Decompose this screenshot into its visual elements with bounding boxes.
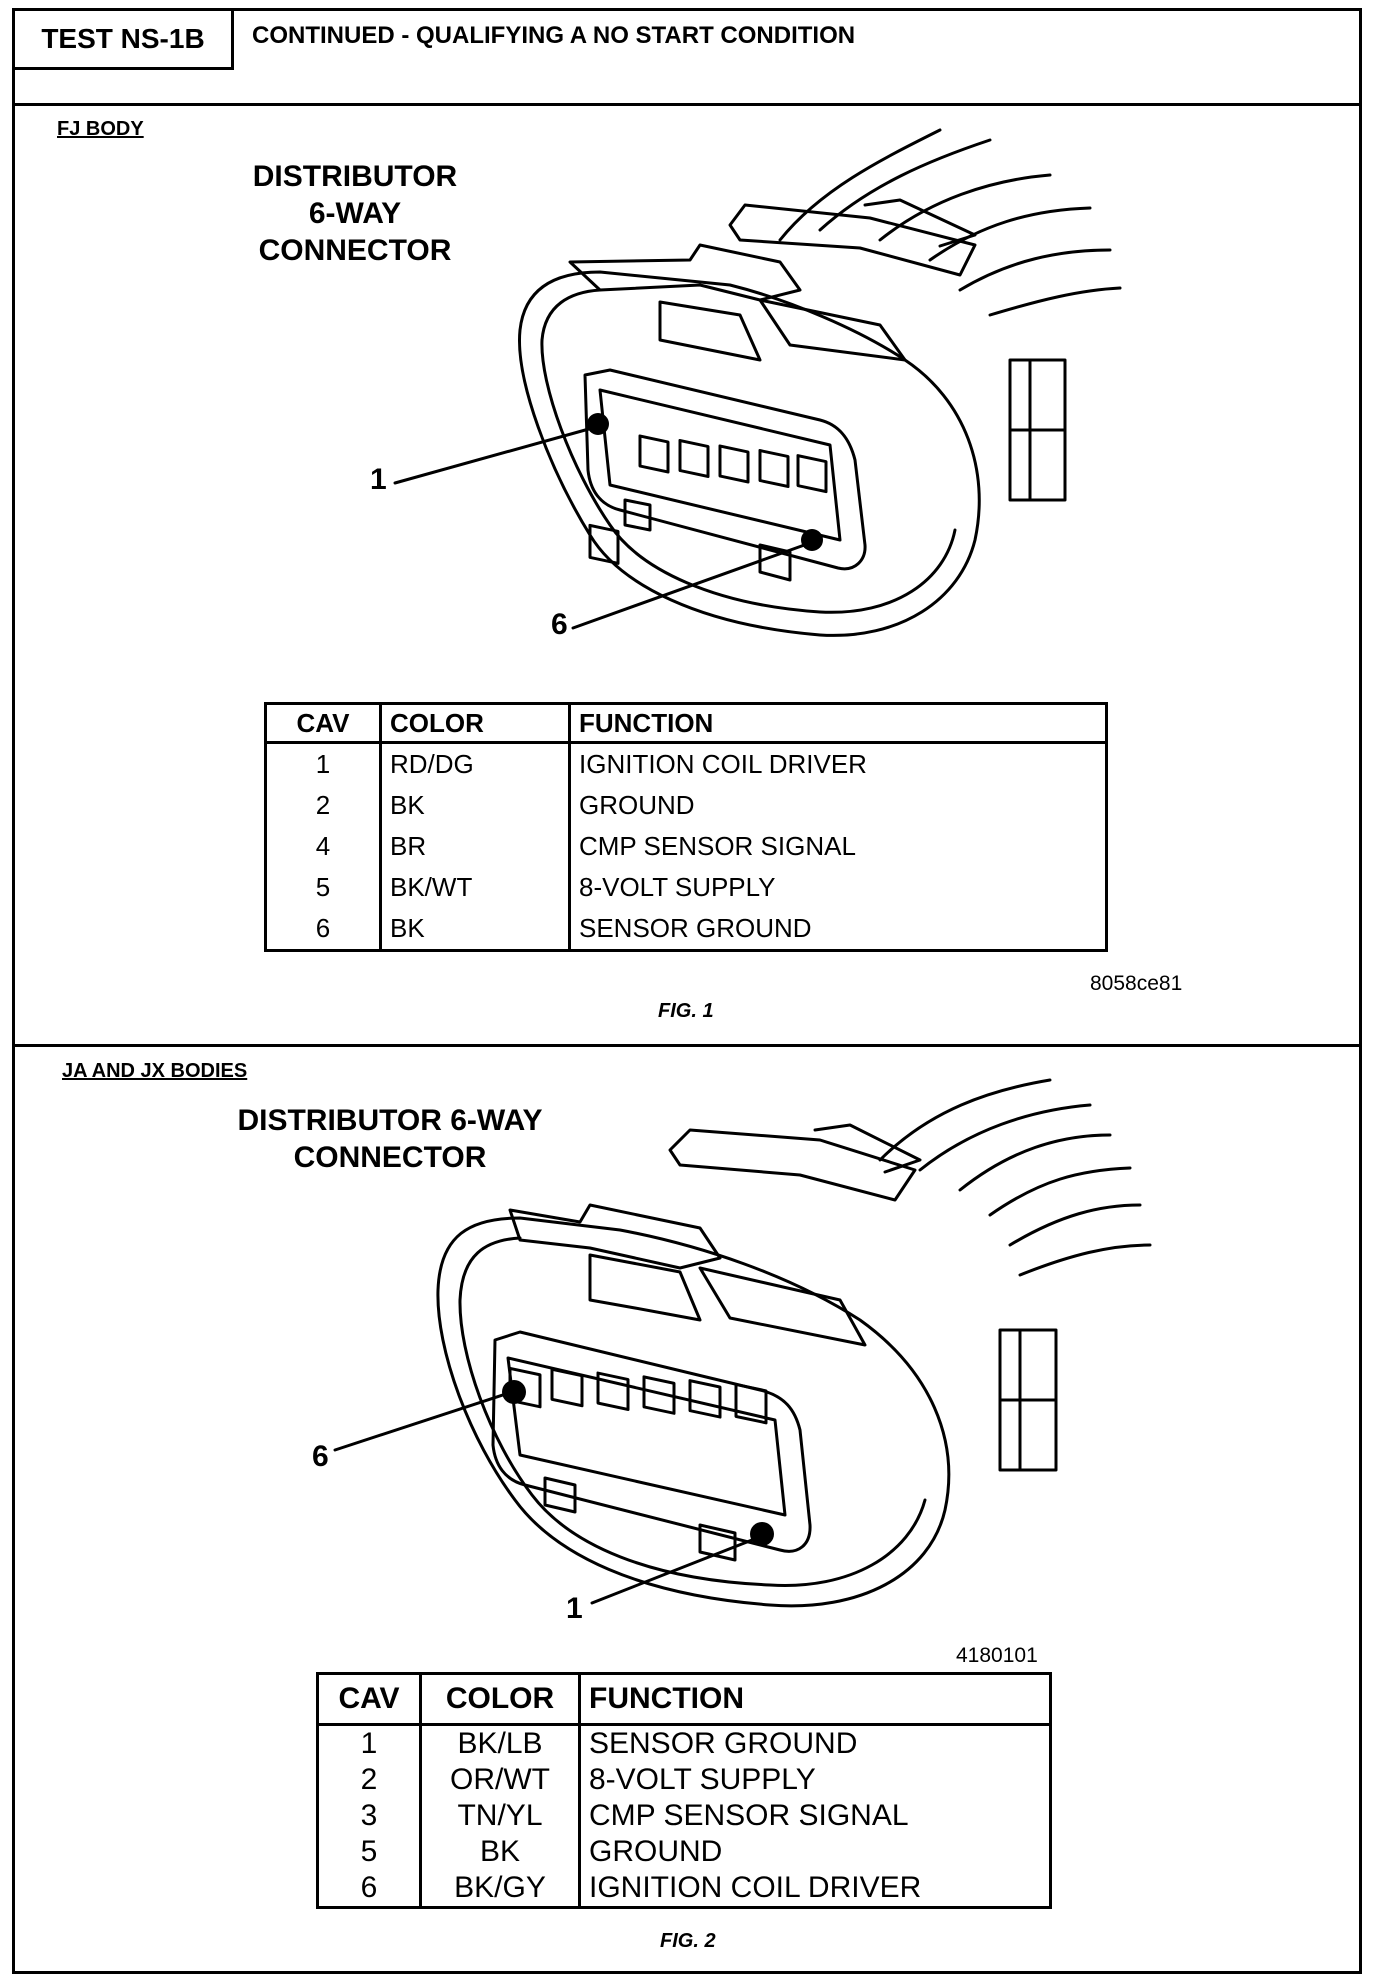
fig2-pin-callout-1: 1 <box>566 1592 583 1625</box>
fig1-drawing-code: 8058ce81 <box>1090 972 1183 995</box>
table-row: 3 TN/YL CMP SENSOR SIGNAL <box>318 1798 1051 1834</box>
fig2-title-line: CONNECTOR <box>293 1141 487 1174</box>
fig1-section-label: FJ BODY <box>57 118 144 140</box>
fig2-connector-illustration <box>333 1078 1152 1608</box>
cell-cav: 1 <box>315 749 331 779</box>
cell-function: SENSOR GROUND <box>578 1724 1051 1762</box>
fig2-latch-top <box>813 1123 922 1174</box>
cell-cav: 1 <box>360 1727 378 1760</box>
cell-function: 8-VOLT SUPPLY <box>568 867 1107 908</box>
cell-function: GROUND <box>568 785 1107 826</box>
cell-cav: 5 <box>360 1835 378 1868</box>
header-color: COLOR <box>419 1673 580 1726</box>
table-row: 1 BK/LB SENSOR GROUND <box>318 1724 1051 1762</box>
header-function: FUNCTION <box>568 703 1107 744</box>
fig1-latch <box>728 203 977 277</box>
fig1-top-ridge <box>568 243 802 302</box>
table-row: 6 BK/GY IGNITION COIL DRIVER <box>318 1870 1051 1908</box>
cell-cav: 6 <box>360 1871 378 1904</box>
cell-cav: 5 <box>315 872 331 902</box>
fig1-leader-6 <box>571 541 812 630</box>
fig2-title-line: DISTRIBUTOR 6-WAY <box>237 1104 543 1137</box>
fig1-title-line: 6-WAY <box>308 197 402 230</box>
section-divider <box>12 1044 1362 1047</box>
table-row: 2 OR/WT 8-VOLT SUPPLY <box>318 1762 1051 1798</box>
cell-function: IGNITION COIL DRIVER <box>568 742 1107 785</box>
page-frame <box>12 8 1362 1974</box>
cell-color: TN/YL <box>419 1798 580 1834</box>
table-row: 5 BK GROUND <box>318 1834 1051 1870</box>
table-row: 1 RD/DG IGNITION COIL DRIVER <box>266 742 1107 785</box>
table-row: 4 BR CMP SENSOR SIGNAL <box>266 826 1107 867</box>
cell-color: BK/GY <box>419 1870 580 1908</box>
cell-cav: 4 <box>315 831 331 861</box>
cell-color: BK <box>379 785 570 826</box>
header-color: COLOR <box>379 703 570 744</box>
cell-function: GROUND <box>578 1834 1051 1870</box>
fig2-cavity-table: CAV COLOR FUNCTION 1 BK/LB SENSOR GROUND… <box>316 1672 1052 1909</box>
table-row: 2 BK GROUND <box>266 785 1107 826</box>
header-function: FUNCTION <box>578 1673 1051 1726</box>
cell-color: BK/WT <box>379 867 570 908</box>
fig1-terminal-cavities <box>588 434 828 565</box>
fig2-terminal-cavities <box>508 1366 768 1425</box>
fig2-face-opening <box>491 1330 812 1553</box>
fig1-connector-title: DISTRIBUTOR 6-WAY CONNECTOR <box>220 158 490 269</box>
cell-color: RD/DG <box>379 742 570 785</box>
fig1-connector-illustration <box>393 128 1122 637</box>
cell-color: BR <box>379 826 570 867</box>
fig2-latch <box>668 1128 917 1202</box>
fig1-pin1-marker <box>587 413 609 435</box>
fig2-top-ridge <box>508 1203 722 1270</box>
table-row: 6 BK SENSOR GROUND <box>266 908 1107 951</box>
cell-color: BK <box>419 1834 580 1870</box>
fig1-pin-callout-6: 6 <box>551 608 568 641</box>
fig2-caption: FIG. 2 <box>660 1930 716 1952</box>
cell-function: IGNITION COIL DRIVER <box>578 1870 1051 1908</box>
table-header-row: CAV COLOR FUNCTION <box>317 1673 1051 1726</box>
fig2-drawing-code: 4180101 <box>956 1644 1038 1667</box>
cell-function: CMP SENSOR SIGNAL <box>568 826 1107 867</box>
fig1-caption: FIG. 1 <box>658 1000 714 1022</box>
header-divider <box>12 103 1362 106</box>
fig2-wire-bundle <box>878 1078 1152 1277</box>
cell-cav: 3 <box>360 1799 378 1832</box>
cell-cav: 2 <box>315 790 331 820</box>
fig1-face-opening <box>583 368 867 571</box>
cell-cav: 6 <box>315 913 331 943</box>
fig1-leader-1 <box>393 425 598 485</box>
cell-cav: 2 <box>360 1763 378 1796</box>
fig2-pin-callout-6: 6 <box>312 1440 329 1473</box>
cell-function: CMP SENSOR SIGNAL <box>578 1798 1051 1834</box>
page-title: CONTINUED - QUALIFYING A NO START CONDIT… <box>252 22 856 49</box>
fig1-latch-top <box>863 198 977 248</box>
fig2-connector-title: DISTRIBUTOR 6-WAY CONNECTOR <box>200 1102 580 1176</box>
fig1-pin-callout-1: 1 <box>370 463 387 496</box>
cell-function: SENSOR GROUND <box>568 908 1107 951</box>
table-header-row: CAV COLOR FUNCTION <box>265 703 1107 744</box>
fig1-pin6-marker <box>801 529 823 551</box>
cell-color: OR/WT <box>419 1762 580 1798</box>
cell-color: BK <box>379 908 570 951</box>
fig2-pin6-marker <box>502 1380 526 1404</box>
fig2-leader-6 <box>333 1390 514 1452</box>
header-cav: CAV <box>265 703 381 744</box>
fig2-pin1-marker <box>750 1522 774 1546</box>
fig1-title-line: CONNECTOR <box>258 234 452 267</box>
fig1-cavity-table: CAV COLOR FUNCTION 1 RD/DG IGNITION COIL… <box>264 702 1108 952</box>
fig2-leader-1 <box>590 1538 754 1605</box>
fig2-section-label: JA AND JX BODIES <box>62 1060 248 1082</box>
test-label: TEST NS-1B <box>12 8 234 70</box>
fig1-title-line: DISTRIBUTOR <box>252 160 458 193</box>
cell-function: 8-VOLT SUPPLY <box>578 1762 1051 1798</box>
cell-color: BK/LB <box>419 1724 580 1762</box>
header-cav: CAV <box>317 1673 421 1726</box>
table-row: 5 BK/WT 8-VOLT SUPPLY <box>266 867 1107 908</box>
